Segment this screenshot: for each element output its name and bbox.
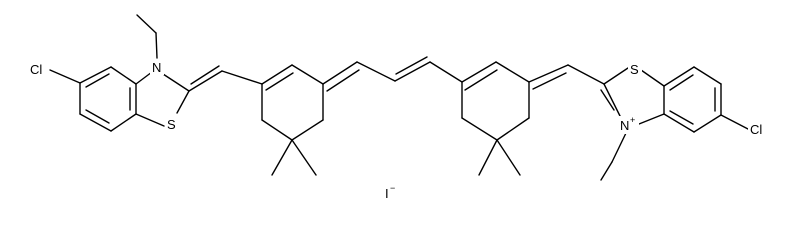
atom-label-cl-left: Cl xyxy=(30,62,42,77)
right-benzothiazolium xyxy=(528,64,749,181)
iodide-label: I xyxy=(385,186,389,201)
right-cyclohexene xyxy=(461,61,530,176)
left-cyclohexene xyxy=(221,64,324,176)
atom-label-s-left: S xyxy=(167,117,176,132)
polymethine-chain xyxy=(322,56,463,92)
structure-diagram: Cl N S S N + Cl I − xyxy=(28,14,768,201)
charge-plus: + xyxy=(630,115,635,125)
molecule-drawing: Cl N S S N + Cl I − xyxy=(28,14,768,201)
left-benzothiazole xyxy=(49,14,223,132)
atom-labels: Cl N S S N + Cl I − xyxy=(28,59,768,201)
atom-label-n-right: N xyxy=(620,118,629,133)
atom-label-s-right: S xyxy=(630,62,639,77)
iodide-charge: − xyxy=(390,183,395,193)
atom-label-n-left: N xyxy=(152,60,161,75)
atom-label-cl-right: Cl xyxy=(750,122,762,137)
